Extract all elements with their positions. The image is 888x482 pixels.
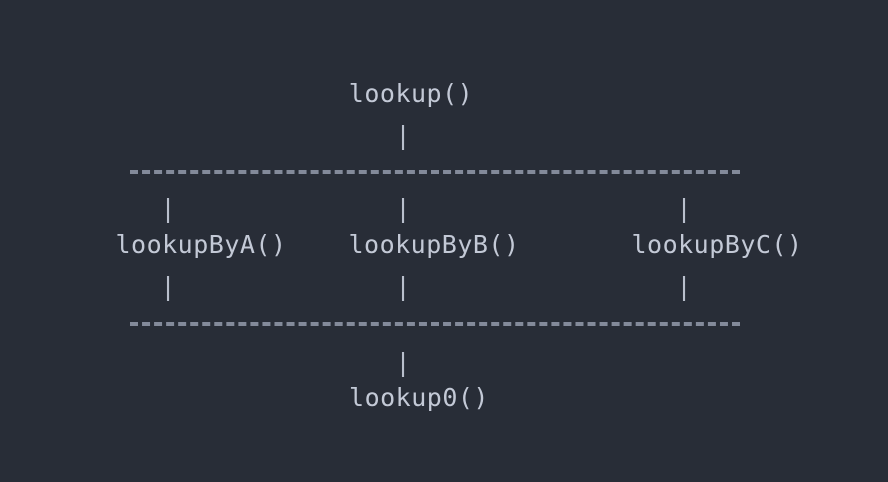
connector-lookupbya-below: | (160, 272, 176, 301)
connector-lookupbyb-below: | (395, 272, 411, 301)
connector-lookupbyc-below: | (676, 272, 692, 301)
divider-bottom (130, 322, 740, 326)
connector-bottom: | (395, 348, 411, 377)
connector-lookupbya-above: | (160, 194, 176, 223)
node-lookupbya: lookupByA() (115, 230, 287, 259)
connector-lookupbyb-above: | (395, 194, 411, 223)
divider-top (130, 170, 740, 174)
connector-lookupbyc-above: | (676, 194, 692, 223)
node-lookup0: lookup0() (349, 383, 489, 412)
node-lookupbyc: lookupByC() (631, 230, 803, 259)
node-lookupbyb: lookupByB() (348, 230, 520, 259)
connector-top: | (395, 121, 411, 150)
node-lookup: lookup() (348, 79, 474, 108)
